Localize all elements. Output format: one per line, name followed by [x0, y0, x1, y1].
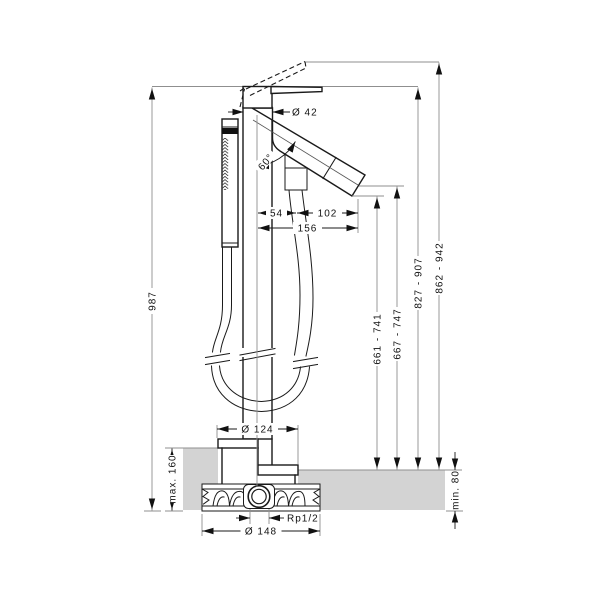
- shower-hose: [204, 189, 319, 413]
- dim-floor-left-label: max. 160: [168, 454, 179, 503]
- dim-handle-raised-height: 862 - 942: [433, 62, 446, 470]
- dim-total-height-label: 987: [148, 291, 159, 311]
- rough-in-detail-left: [212, 490, 247, 507]
- hand-shower-grip-band: [222, 128, 238, 134]
- dim-outlet-center-label: 667 - 747: [393, 308, 404, 359]
- dim-floor-buildup-left: max. 160: [166, 448, 179, 511]
- dim-outlet-bottom-label: 661 - 741: [373, 313, 384, 364]
- dim-handle-height-label: 827 - 907: [414, 257, 425, 308]
- dim-floor-right-label: min. 80: [451, 470, 462, 510]
- dim-connection-thread: Rp1/2: [236, 514, 319, 525]
- spout: [249, 107, 366, 197]
- dim-riser-to-hose: 54: [258, 207, 296, 220]
- raised-handle-dashed: [239, 61, 307, 108]
- dim-riser-to-outlet-total: 156: [258, 222, 358, 235]
- rough-in-notch-left: [201, 488, 210, 505]
- rough-in-detail-right: [272, 490, 306, 507]
- dim-spout-diameter-label: Ø 42: [292, 108, 318, 119]
- trim-plate-low-floor: [257, 464, 299, 476]
- dim-handle-height: 827 - 907: [412, 87, 425, 470]
- hose-break-left: [204, 352, 231, 366]
- mixer-head: [239, 61, 323, 109]
- lever-handle: [270, 85, 323, 95]
- hand-shower-ribbed-grip: [222, 138, 229, 190]
- dim-hose-to-outlet-label: 102: [318, 209, 338, 220]
- dim-connection-thread-label: Rp1/2: [287, 514, 319, 525]
- faucet-fixture: [201, 61, 366, 512]
- pipe-connection-bore: [251, 488, 267, 505]
- spout-joint-line: [322, 156, 337, 180]
- dim-trim-plate-diameter: Ø 124: [217, 423, 298, 436]
- dim-trim-diameter-label: Ø 124: [241, 425, 273, 436]
- dim-total-height: 987: [146, 87, 159, 511]
- column-break: [239, 347, 276, 362]
- rough-in-notch-right: [312, 488, 321, 505]
- spout-centerline: [252, 119, 359, 186]
- dim-outlet-bottom-height: 661 - 741: [371, 196, 384, 470]
- floor-slab-right: [298, 469, 462, 510]
- dim-spout-diameter: Ø 42: [228, 108, 318, 119]
- dim-outlet-center-height: 667 - 747: [391, 186, 404, 470]
- hose-break-right: [292, 356, 319, 370]
- rough-in-base: [201, 483, 321, 512]
- hand-shower: [221, 118, 239, 248]
- dim-riser-to-hose-label: 54: [270, 209, 283, 220]
- dim-handle-raised-label: 862 - 942: [435, 242, 446, 293]
- dim-floor-buildup-right: min. 80: [451, 452, 462, 529]
- extension-lines: [144, 185, 463, 536]
- dim-riser-to-outlet-label: 156: [298, 224, 318, 235]
- dim-hose-to-outlet: 102: [297, 207, 358, 220]
- hose-loop: [210, 365, 311, 413]
- dim-base-diameter-label: Ø 148: [245, 527, 277, 538]
- base-trim: [217, 438, 299, 485]
- trim-plate-high-floor: [217, 438, 259, 449]
- dim-base-plate-diameter: Ø 148: [202, 525, 320, 538]
